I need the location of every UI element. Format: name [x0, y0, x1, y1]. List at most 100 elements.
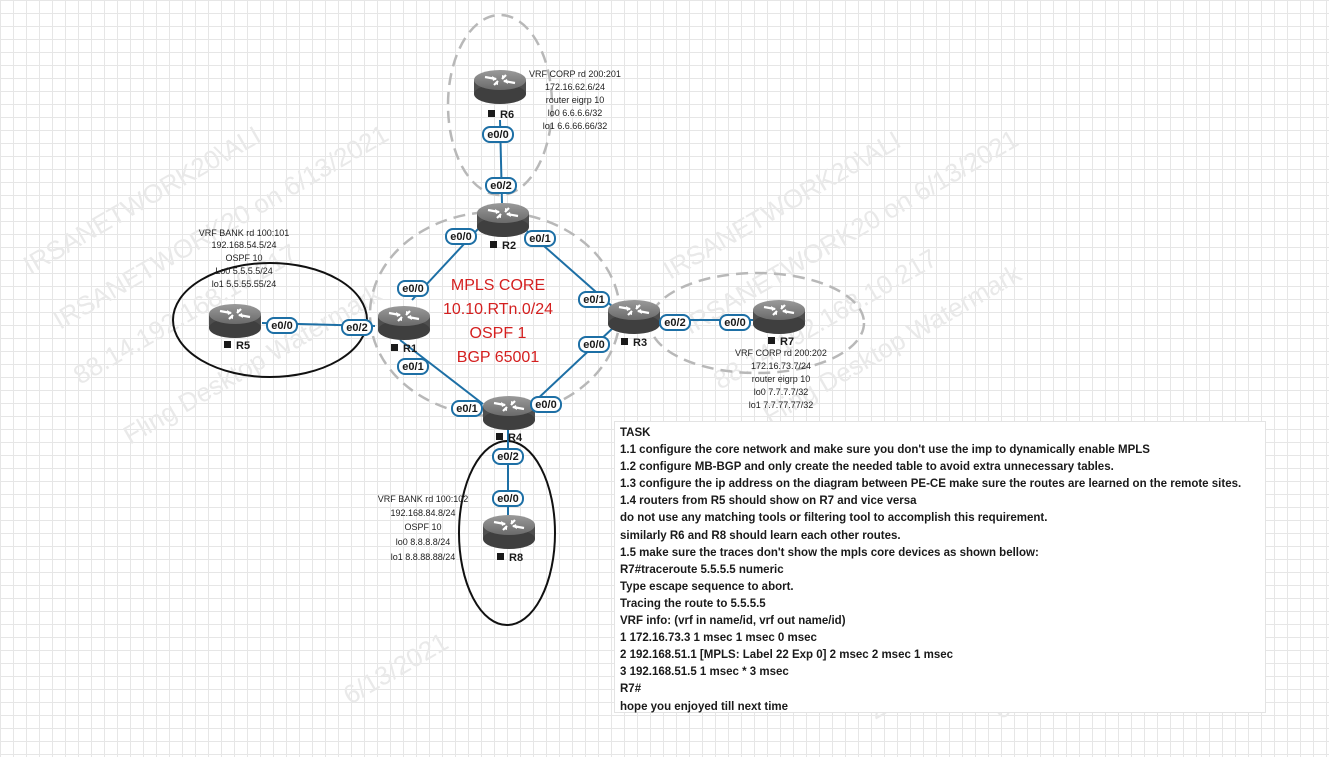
task-line: 1.4 routers from R5 should show on R7 an… [620, 495, 917, 508]
router-label: R5 [236, 340, 250, 352]
note-line: Lo0 5.5.5.5/24 [215, 266, 273, 276]
iface-r6-e0-0[interactable]: e0/0 [482, 126, 514, 143]
iface-r3-e0-2[interactable]: e0/2 [659, 314, 691, 331]
router-r7[interactable]: R7 [751, 298, 807, 348]
task-panel: TASK 1.1 configure the core network and … [614, 421, 1266, 713]
note-line: router eigrp 10 [546, 95, 605, 105]
task-line: R7# [620, 683, 642, 696]
router-r6[interactable]: R6 [472, 68, 528, 121]
square-icon [224, 341, 231, 348]
note-line: lo0 8.8.8.8/24 [396, 537, 451, 547]
iface-label: e0/0 [487, 129, 508, 141]
iface-label: e0/0 [724, 317, 745, 329]
router-icon [472, 68, 528, 106]
iface-label: e0/1 [529, 233, 550, 245]
note-line: OSPF 10 [404, 522, 441, 532]
iface-label: e0/0 [497, 493, 518, 505]
note-line: 192.168.54.5/24 [211, 240, 276, 250]
iface-label: e0/1 [402, 361, 423, 373]
note-line: lo1 8.8.88.88/24 [391, 552, 456, 562]
iface-r2-e0-2[interactable]: e0/2 [485, 177, 517, 194]
task-line: similarly R6 and R8 should learn each ot… [620, 529, 901, 542]
iface-r7-e0-0[interactable]: e0/0 [719, 314, 751, 331]
note-line: router eigrp 10 [752, 374, 811, 384]
note-line: VRF CORP rd 200:201 [529, 69, 621, 79]
iface-label: e0/2 [346, 322, 367, 334]
router-label: R7 [780, 336, 794, 348]
mpls-core-label: MPLS CORE 10.10.RTn.0/24 OSPF 1 BGP 6500… [443, 277, 553, 366]
iface-label: e0/1 [456, 403, 477, 415]
iface-label: e0/2 [490, 180, 511, 192]
iface-r3-e0-1[interactable]: e0/1 [578, 291, 610, 308]
task-heading: TASK [620, 427, 651, 439]
iface-label: e0/2 [664, 317, 685, 329]
iface-label: e0/0 [402, 283, 423, 295]
router-icon [481, 513, 537, 551]
router-r4[interactable]: R4 [481, 394, 537, 444]
iface-r1-e0-2[interactable]: e0/2 [341, 319, 373, 336]
task-line: 1.1 configure the core network and make … [620, 444, 1150, 457]
note-line: lo1 5.5.55.55/24 [212, 279, 277, 289]
router-icon [475, 201, 531, 239]
iface-label: e0/0 [583, 339, 604, 351]
task-line: Tracing the route to 5.5.5.5 [620, 597, 766, 610]
router-r5[interactable]: R5 [207, 302, 263, 352]
note-r8: VRF BANK rd 100:102 192.168.84.8/24 OSPF… [378, 494, 469, 562]
router-icon [376, 304, 432, 342]
note-line: VRF BANK rd 100:102 [378, 494, 469, 504]
router-r2[interactable]: R2 [475, 201, 531, 252]
router-label: R1 [403, 343, 417, 355]
iface-r1-e0-0[interactable]: e0/0 [397, 280, 429, 297]
task-line: Type escape sequence to abort. [620, 580, 794, 593]
iface-r2-e0-0[interactable]: e0/0 [445, 228, 477, 245]
square-icon [496, 433, 503, 440]
iface-r4-e0-2[interactable]: e0/2 [492, 448, 524, 465]
core-bgp: BGP 65001 [457, 349, 540, 366]
note-line: VRF CORP rd 200:202 [735, 348, 827, 358]
square-icon [768, 337, 775, 344]
router-label: R2 [502, 240, 516, 252]
note-line: lo0 7.7.7.7/32 [754, 387, 809, 397]
router-label: R4 [508, 432, 523, 444]
router-r8[interactable]: R8 [481, 513, 537, 564]
watermark: 6/13/2021 [338, 626, 453, 710]
iface-r4-e0-1[interactable]: e0/1 [451, 400, 483, 417]
task-line: 2 192.168.51.1 [MPLS: Label 22 Exp 0] 2 … [620, 649, 954, 662]
square-icon [490, 241, 497, 248]
iface-r8-e0-0[interactable]: e0/0 [492, 490, 524, 507]
note-line: lo1 7.7.77.77/32 [749, 400, 814, 410]
router-r1[interactable]: R1 [376, 304, 432, 355]
core-subnet: 10.10.RTn.0/24 [443, 301, 553, 318]
iface-r3-e0-0[interactable]: e0/0 [578, 336, 610, 353]
iface-label: e0/0 [450, 231, 471, 243]
iface-r2-e0-1[interactable]: e0/1 [524, 230, 556, 247]
square-icon [497, 553, 504, 560]
note-line: 172.16.62.6/24 [545, 82, 605, 92]
note-r6: VRF CORP rd 200:201 172.16.62.6/24 route… [529, 69, 621, 131]
r6-site-area [446, 13, 554, 197]
watermark: Fling Desktop Watermark [118, 278, 387, 451]
task-line: 1.2 configure MB-BGP and only create the… [620, 461, 1114, 474]
task-line: 1.3 configure the ip address on the diag… [620, 478, 1242, 491]
iface-r1-e0-1[interactable]: e0/1 [397, 358, 429, 375]
square-icon [488, 110, 495, 117]
square-icon [621, 338, 628, 345]
iface-r5-e0-0[interactable]: e0/0 [266, 317, 298, 334]
note-line: 172.16.73.7/24 [751, 361, 811, 371]
task-line: do not use any matching tools or filteri… [620, 512, 1048, 525]
router-r3[interactable]: R3 [606, 298, 662, 349]
iface-label: e0/1 [583, 294, 604, 306]
router-label: R8 [509, 552, 523, 564]
router-icon [481, 394, 537, 432]
note-line: OSPF 10 [225, 253, 262, 263]
core-igp: OSPF 1 [470, 325, 527, 342]
note-line: VRF BANK rd 100:101 [199, 228, 290, 238]
task-line: VRF info: (vrf in name/id, vrf out name/… [620, 615, 846, 628]
task-line: 3 192.168.51.5 1 msec * 3 msec [620, 666, 789, 679]
note-line: lo0 6.6.6.6/32 [548, 108, 603, 118]
square-icon [391, 344, 398, 351]
iface-r4-e0-0[interactable]: e0/0 [530, 396, 562, 413]
router-icon [207, 302, 263, 340]
note-r7: VRF CORP rd 200:202 172.16.73.7/24 route… [735, 348, 827, 410]
router-label: R3 [633, 337, 647, 349]
